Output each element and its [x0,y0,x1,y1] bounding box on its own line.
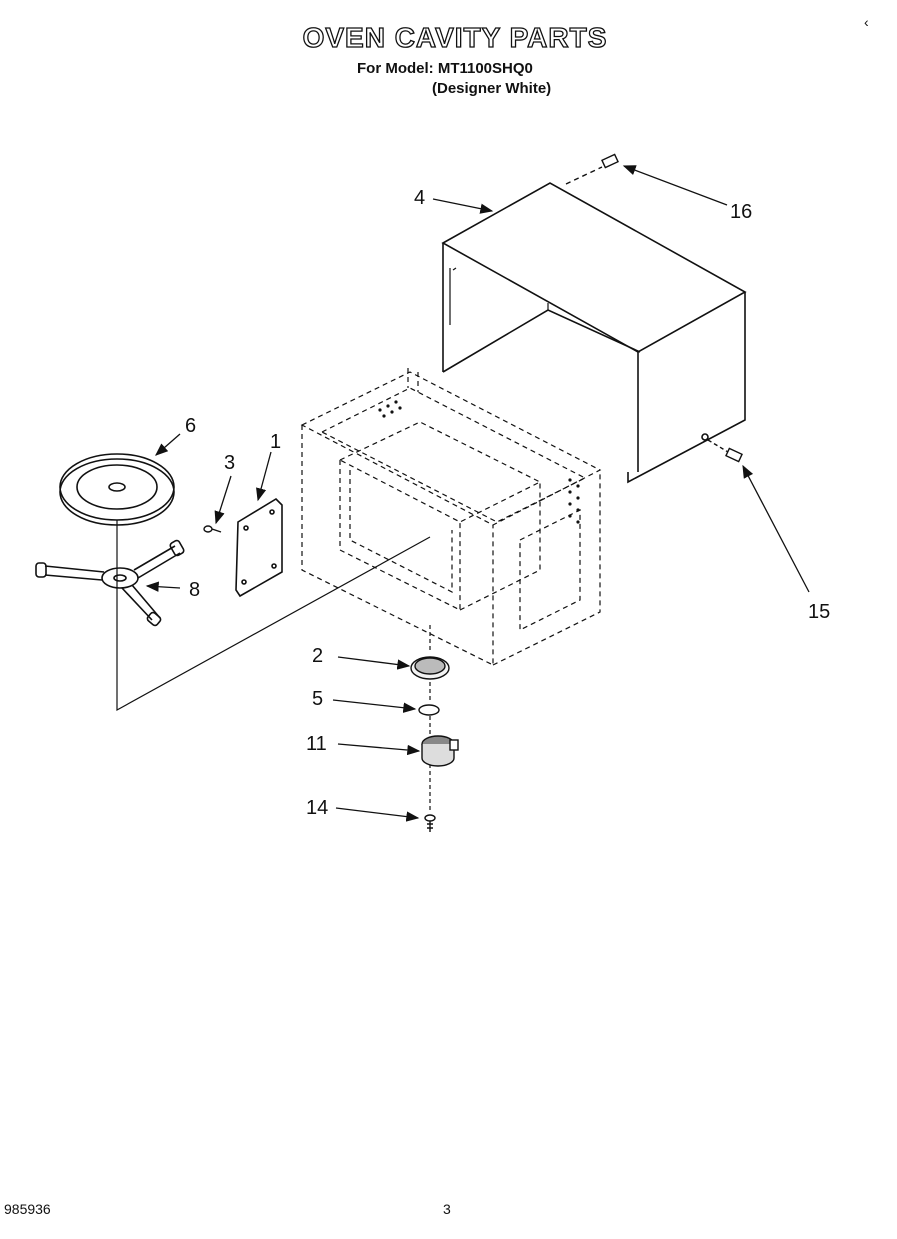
callout-3: 3 [224,452,235,474]
callout-1: 1 [270,431,281,453]
callout-5: 5 [312,688,323,710]
roller-support-part [35,539,185,627]
callout-labels: 1 2 3 4 5 6 8 11 14 15 16 [185,187,830,819]
corner-mark: ‹ [864,14,869,30]
outer-cabinet-part [441,182,747,484]
page-number: 3 [443,1201,451,1217]
coupler-part [410,656,450,680]
callout-8: 8 [189,579,200,601]
screw-part-3 [203,525,222,533]
oven-cavity-frame [300,368,602,666]
model-line: For Model: MT1100SHQ0 [357,60,533,77]
glass-tray-part [59,453,175,526]
callout-6: 6 [185,415,196,437]
screw-part-15 [707,439,743,463]
callout-2: 2 [312,645,323,667]
callout-15: 15 [808,601,830,623]
callout-14: 14 [306,797,328,819]
washer-part [418,704,440,716]
leader-arrows [145,165,810,822]
screw-part-14 [424,814,436,832]
cavity-vent-grid [378,400,580,524]
page-title: OVEN CAVITY PARTS [302,21,608,53]
callout-11: 11 [306,733,327,755]
turntable-motor-part [421,735,459,767]
callout-4: 4 [414,187,425,209]
assembly-line [116,520,431,812]
document-number: 985936 [4,1201,51,1217]
callout-16: 16 [730,201,752,223]
cover-plate-part [235,497,283,598]
screw-part-16 [565,153,619,185]
variant-line: (Designer White) [432,80,552,97]
